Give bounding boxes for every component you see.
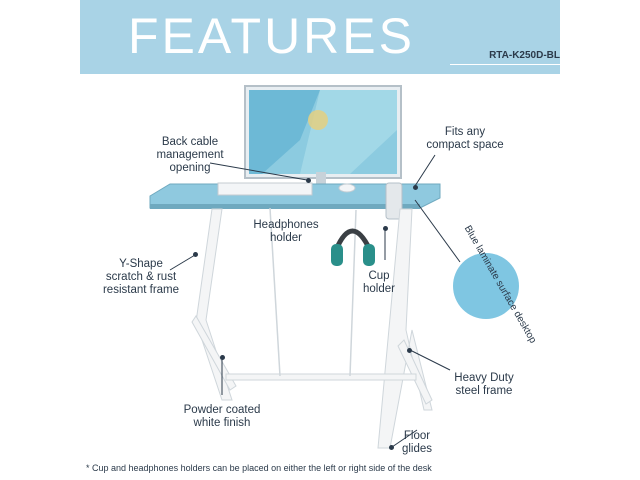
right-leg xyxy=(377,208,433,449)
header-banner xyxy=(80,0,560,74)
pointer-dot xyxy=(413,185,418,190)
crossbar xyxy=(225,373,417,381)
banner-divider xyxy=(450,64,560,65)
pointer-dot xyxy=(389,445,394,450)
pointer-dot xyxy=(220,355,225,360)
headphones xyxy=(333,228,373,252)
pointer-dot xyxy=(407,348,412,353)
model-number: RTA-K250D-BL xyxy=(489,50,560,61)
footnote: * Cup and headphones holders can be plac… xyxy=(86,463,432,473)
pointer-dot xyxy=(306,178,311,183)
page-title: FEATURES xyxy=(128,8,415,64)
pointer-dot xyxy=(383,226,388,231)
cup xyxy=(385,182,403,220)
monitor-stand xyxy=(316,172,326,190)
mouse xyxy=(338,183,356,193)
keyboard xyxy=(217,182,313,196)
pointer-dot xyxy=(193,252,198,257)
laminate-swatch xyxy=(453,253,519,319)
